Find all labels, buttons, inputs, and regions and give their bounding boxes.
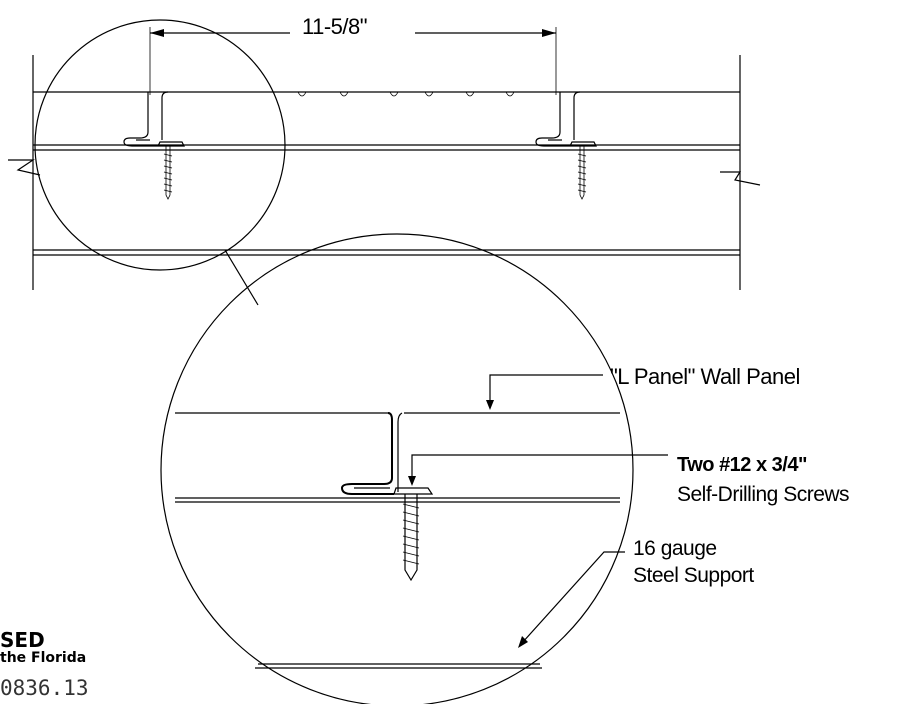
- detail-callout-circle-small: [34, 19, 286, 271]
- callout-leaders: [408, 374, 668, 648]
- support-callout: Steel Support: [633, 564, 754, 587]
- approval-stamp-line1: SED: [0, 628, 45, 652]
- dimension-label: 11-5/8": [296, 14, 374, 40]
- wall-panel-callout: "L Panel" Wall Panel: [610, 364, 800, 389]
- enlarged-detail: [160, 233, 634, 704]
- elevation-view: [8, 55, 761, 290]
- detail-callout-circle-large: [160, 233, 634, 704]
- support-gauge-callout: 16 gauge: [633, 537, 717, 560]
- detail-leader-line: [224, 249, 259, 306]
- screws-callout: Self-Drilling Screws: [677, 483, 850, 506]
- approval-stamp-number: 0836.13: [0, 676, 89, 700]
- dimension-line: [149, 27, 557, 95]
- screws-callout-bold: Two #12 x 3/4": [677, 454, 807, 476]
- approval-stamp-line2: the Florida: [0, 650, 87, 666]
